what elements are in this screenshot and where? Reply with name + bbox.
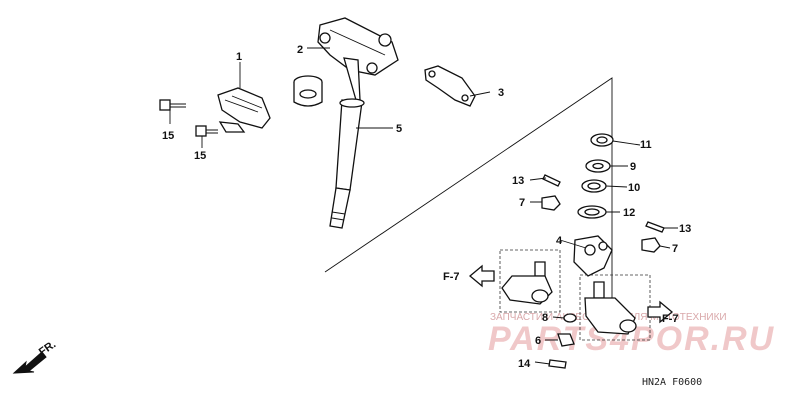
lock-nut[interactable] xyxy=(563,313,577,323)
arrow-f7-right: F-7 xyxy=(647,300,679,325)
forward-arrow: FR. xyxy=(12,338,58,374)
cotter-pin-right[interactable] xyxy=(645,221,665,233)
callout-12: 12 xyxy=(623,207,635,219)
callout-3: 3 xyxy=(498,87,504,99)
callout-13-left: 13 xyxy=(512,175,524,187)
dust-seal[interactable] xyxy=(577,205,607,219)
bolt-upper[interactable] xyxy=(159,99,186,111)
callout-7-right: 7 xyxy=(672,243,678,255)
callout-9: 9 xyxy=(630,161,636,173)
callout-13-right: 13 xyxy=(679,223,691,235)
callout-2: 2 xyxy=(297,44,303,56)
column-bracket[interactable] xyxy=(317,17,399,76)
callout-7-left: 7 xyxy=(519,197,525,209)
castle-nut-right[interactable] xyxy=(641,237,661,253)
clamp-plate[interactable] xyxy=(424,65,476,107)
steering-arm[interactable] xyxy=(573,235,613,277)
washer[interactable] xyxy=(585,159,611,173)
callout-5: 5 xyxy=(396,123,402,135)
cotter-pin-left[interactable] xyxy=(542,174,561,187)
assembly-boundary xyxy=(324,77,613,330)
arrow-f7-left-label: F-7 xyxy=(443,271,460,283)
handlebar-bracket[interactable] xyxy=(217,87,271,133)
diagram-code: HN2A F0600 xyxy=(642,377,702,388)
bearing[interactable] xyxy=(581,179,607,193)
arrow-f7-left: F-7 xyxy=(443,264,495,288)
arrow-f7-right-label: F-7 xyxy=(662,313,679,325)
bolt-lower[interactable] xyxy=(195,125,218,137)
column-bushing[interactable] xyxy=(293,75,323,107)
callout-8: 8 xyxy=(542,312,548,324)
callout-1: 1 xyxy=(236,51,242,63)
adjusting-bolt[interactable] xyxy=(548,359,567,369)
adjusting-nut[interactable] xyxy=(557,333,575,347)
steering-shaft[interactable] xyxy=(329,57,365,229)
callout-15-lower: 15 xyxy=(194,150,206,162)
tie-rod-end-right[interactable] xyxy=(579,274,651,341)
callout-10: 10 xyxy=(628,182,640,194)
callout-6: 6 xyxy=(535,335,541,347)
bearing-seal-top[interactable] xyxy=(590,133,614,147)
tie-rod-end-left[interactable] xyxy=(499,249,561,313)
callout-14: 14 xyxy=(518,358,531,370)
callout-11: 11 xyxy=(640,139,652,151)
castle-nut-left[interactable] xyxy=(541,195,561,211)
callout-15-upper: 15 xyxy=(162,130,174,142)
callout-4: 4 xyxy=(556,235,563,247)
leader-lines xyxy=(169,47,678,365)
